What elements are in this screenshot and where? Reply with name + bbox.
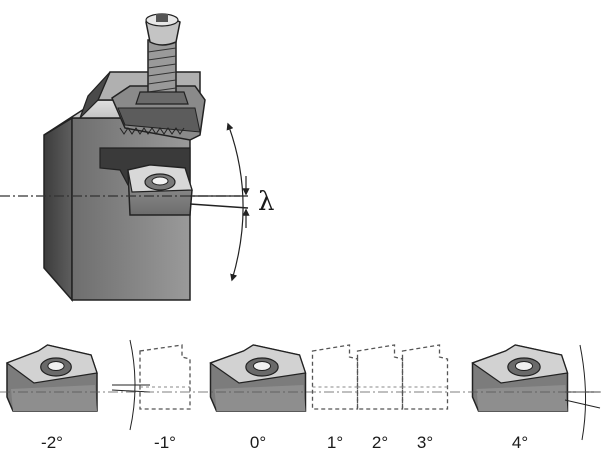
inclination-option-1: -1° [139, 344, 191, 452]
angle-indicator-left [111, 339, 151, 431]
inclination-option-3: 1° [311, 344, 359, 452]
inclination-option-6: 4° [471, 344, 569, 452]
dashed-insert-outline-icon [356, 344, 404, 410]
inclination-option-0: -2° [5, 344, 98, 452]
lambda-symbol: λ [258, 187, 274, 217]
shank-side-face [43, 116, 73, 302]
inclination-option-4: 2° [356, 344, 404, 452]
angle-indicator-right [564, 344, 601, 441]
inclination-label: -2° [41, 433, 63, 452]
inclined-edge-line [189, 203, 249, 209]
inclination-label: -1° [154, 433, 176, 452]
dashed-insert-outline-icon [311, 344, 359, 410]
cutting-insert [127, 164, 193, 216]
inclination-label: 4° [512, 433, 528, 452]
inclination-label: 1° [327, 433, 343, 452]
inclination-label: 2° [372, 433, 388, 452]
solid-insert-icon [471, 344, 569, 412]
solid-insert-icon [209, 344, 307, 412]
solid-insert-icon [5, 344, 98, 412]
dashed-insert-outline-icon [401, 344, 449, 410]
dashed-insert-outline-icon [139, 344, 191, 410]
inclination-label: 0° [250, 433, 266, 452]
inclination-options-row: -2° -1° 0° 1° 2° 3° 4° [0, 339, 601, 452]
inclination-option-5: 3° [401, 344, 449, 452]
inclination-arc [226, 122, 244, 282]
inclination-label: 3° [417, 433, 433, 452]
inclination-option-2: 0° [209, 344, 307, 452]
toolholder-assembly: λ [0, 13, 274, 302]
